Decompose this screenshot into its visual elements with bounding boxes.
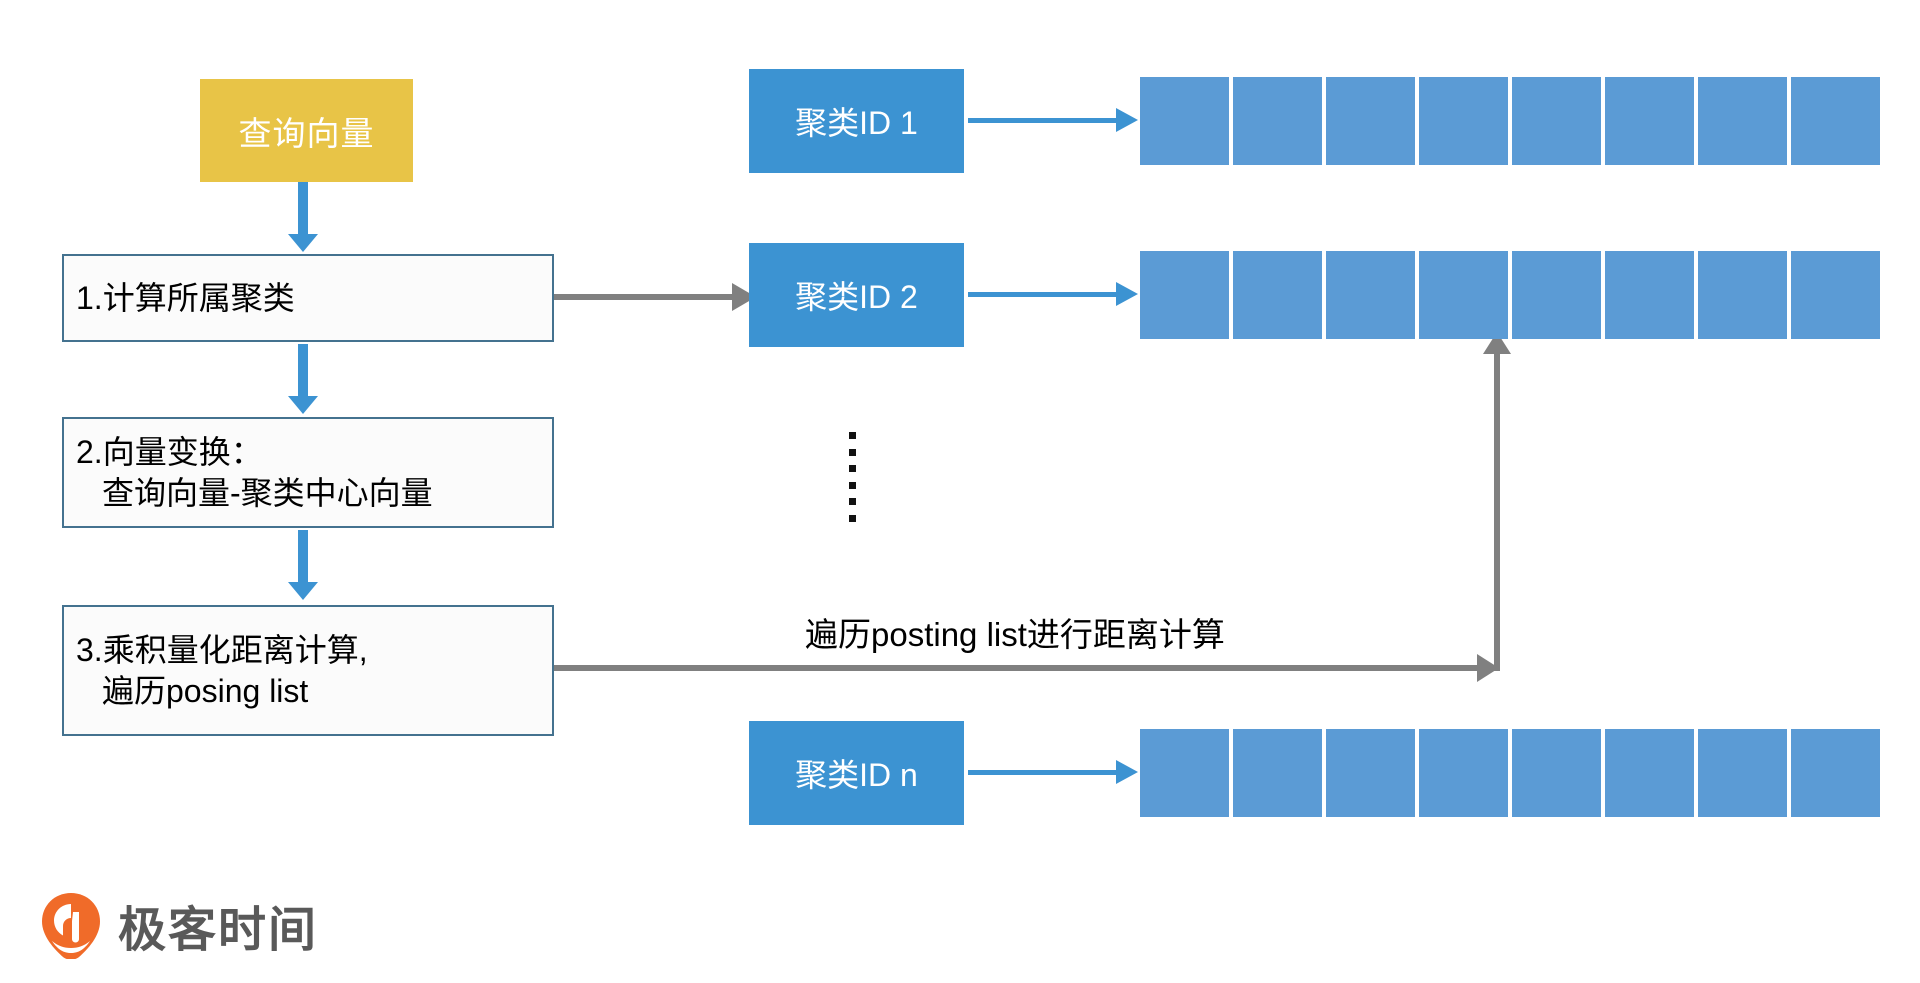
geektime-logo: 极客时间 xyxy=(40,890,318,960)
ellipsis-dot xyxy=(848,432,856,439)
cluster-id-box-1: 聚类ID 1 xyxy=(749,69,964,173)
arrow-cluster1-to-posting-list xyxy=(968,108,1138,132)
posting-list-cell xyxy=(1419,729,1508,817)
traverse-posting-list-label: 遍历posting list进行距离计算 xyxy=(805,616,1225,653)
posting-list-cell xyxy=(1698,729,1787,817)
posting-list-cell xyxy=(1605,729,1694,817)
ellipsis-dot xyxy=(848,514,856,522)
ellipsis-dot xyxy=(848,465,856,473)
geektime-logo-text: 极客时间 xyxy=(118,904,319,957)
arrow-cluster2-to-posting-list xyxy=(968,282,1138,306)
posting-list-cell xyxy=(1698,251,1787,339)
posting-list-cell xyxy=(1233,729,1322,817)
step-box-3: 3.乘积量化距离计算, 遍历posing list xyxy=(62,605,554,736)
posting-list-cell xyxy=(1326,77,1415,165)
posting-list-cell xyxy=(1233,251,1322,339)
vertical-ellipsis-icon xyxy=(845,432,859,522)
posting-list-cell xyxy=(1512,77,1601,165)
step-box-2: 2.向量变换： 查询向量-聚类中心向量 xyxy=(62,417,554,528)
step-3-line-2: 遍历posing list xyxy=(102,672,309,709)
arrow-query-to-step1 xyxy=(288,182,318,252)
arrow-clustern-to-posting-list xyxy=(968,760,1138,784)
posting-list-cell xyxy=(1233,77,1322,165)
query-vector-box: 查询向量 xyxy=(200,79,413,182)
arrow-step3-vertical-to-posting-list xyxy=(1483,332,1511,671)
arrow-step2-to-step3 xyxy=(288,530,318,600)
step-2-line-2: 查询向量-聚类中心向量 xyxy=(102,474,433,511)
posting-list-cell xyxy=(1326,729,1415,817)
arrow-step1-to-step2 xyxy=(288,344,318,414)
posting-list-cell xyxy=(1419,251,1508,339)
posting-list-cell xyxy=(1140,729,1229,817)
posting-list-cell xyxy=(1791,729,1880,817)
posting-list-cell xyxy=(1140,251,1229,339)
posting-list-2 xyxy=(1140,251,1880,339)
ellipsis-dot xyxy=(848,498,856,506)
posting-list-cell xyxy=(1140,77,1229,165)
posting-list-cell xyxy=(1512,729,1601,817)
step-1-line-1: 1.计算所属聚类 xyxy=(76,279,295,316)
posting-list-cell xyxy=(1512,251,1601,339)
posting-list-cell xyxy=(1791,251,1880,339)
arrow-step1-to-cluster2 xyxy=(554,283,756,311)
posting-list-cell xyxy=(1326,251,1415,339)
posting-list-cell xyxy=(1605,77,1694,165)
cluster-id-box-2: 聚类ID 2 xyxy=(749,243,964,347)
step-box-1: 1.计算所属聚类 xyxy=(62,254,554,342)
posting-list-cell xyxy=(1791,77,1880,165)
posting-list-cell xyxy=(1419,77,1508,165)
geektime-logo-mark-icon xyxy=(40,891,102,960)
posting-list-cell xyxy=(1698,77,1787,165)
posting-list-n xyxy=(1140,729,1880,817)
step-3-line-1: 3.乘积量化距离计算, xyxy=(76,631,368,668)
posting-list-1 xyxy=(1140,77,1880,165)
step-2-line-1: 2.向量变换： xyxy=(76,433,263,470)
arrow-step3-horizontal xyxy=(554,654,1499,682)
posting-list-cell xyxy=(1605,251,1694,339)
ellipsis-dot xyxy=(848,481,856,489)
cluster-id-box-n: 聚类ID n xyxy=(749,721,964,825)
ellipsis-dot xyxy=(848,448,856,456)
